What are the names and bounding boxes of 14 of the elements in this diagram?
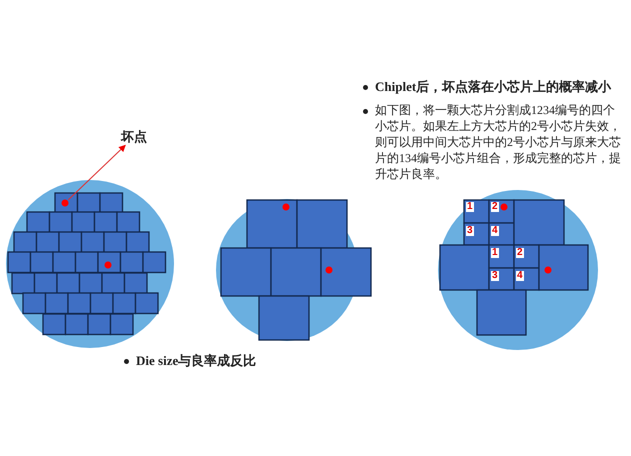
callout-number: 3: [491, 271, 499, 281]
callout-number: 2: [516, 248, 524, 258]
callout-number: 4: [516, 271, 524, 281]
callout-number: 3: [466, 226, 474, 236]
callout-number: 1: [466, 202, 474, 212]
callout-number: 1: [491, 248, 499, 258]
defect-dot: [62, 200, 68, 206]
callout-label: 坏点: [121, 128, 147, 146]
bullet-paragraph: 如下图，将一颗大芯片分割成1234编号的四个小芯片。如果左上方大芯片的2号小芯片失效，则可以用中间大芯片中的2号小芯片与原来大芯片的134编号小芯片组合，形成完整的芯片，提升芯片良率。: [375, 102, 622, 182]
callout-number: 4: [491, 226, 499, 236]
callout-number: 2: [491, 202, 499, 212]
bullet-heading: Chiplet后，坏点落在小芯片上的概率减小: [375, 78, 612, 96]
bullet-note: Die size与良率成反比: [136, 352, 256, 370]
leader-arrow: [68, 144, 126, 200]
